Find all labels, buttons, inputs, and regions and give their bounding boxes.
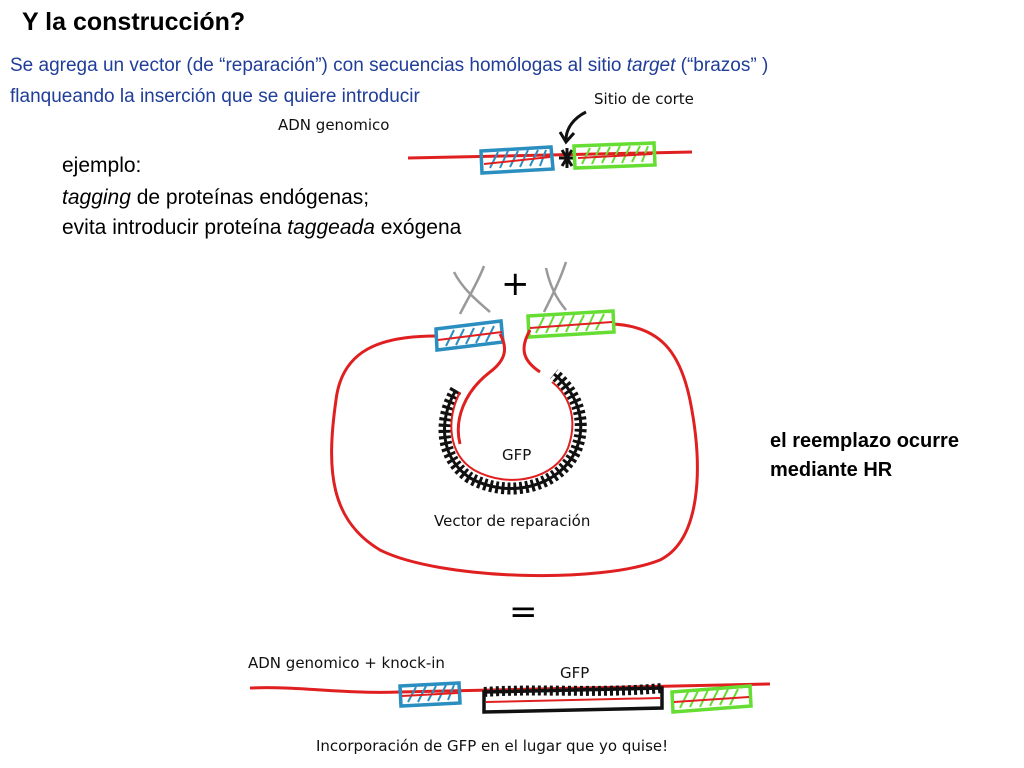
vector-right-link: [522, 329, 541, 374]
hr-note-line-1: el reemplazo ocurre: [770, 430, 959, 452]
cut-site-label: Sitio de corte: [594, 90, 694, 108]
repair-vector: [330, 309, 699, 578]
vector-left-arm: [434, 319, 505, 352]
vector-left-link: [456, 333, 507, 445]
genomic-right-arm: [572, 141, 657, 170]
vector-backbone: [330, 322, 699, 578]
example-line-3: evita introducir proteína taggeada exóge…: [62, 216, 462, 239]
knockin-gfp: [482, 683, 664, 714]
cut-site-star: [559, 148, 575, 168]
equals-sign: =: [509, 592, 538, 632]
example-line-2: tagging de proteínas endógenas;: [62, 186, 370, 209]
knockin-dna: [249, 681, 771, 714]
intro-target-word: target: [626, 55, 676, 76]
cut-arrow: [564, 110, 587, 141]
hr-note-line-2: mediante HR: [770, 459, 893, 481]
intro-line-1: Se agrega un vector (de “reparación”) co…: [10, 55, 769, 76]
genomic-dna: [407, 110, 693, 175]
knockin-right-arm: [670, 684, 753, 714]
result-label: Incorporación de GFP en el lugar que yo …: [316, 737, 669, 755]
crossover-marks: [452, 261, 568, 315]
example-heading: ejemplo:: [62, 154, 142, 177]
gfp-bottom-label: GFP: [560, 664, 590, 682]
knockin-dna-strand: [249, 682, 771, 694]
vector-right-arm: [526, 309, 616, 339]
repair-vector-label: Vector de reparación: [434, 512, 591, 530]
genomic-left-arm: [479, 145, 555, 175]
genomic-dna-label: ADN genomico: [278, 116, 390, 134]
knockin-label: ADN genomico + knock-in: [248, 654, 445, 672]
plus-sign: +: [501, 264, 530, 304]
gfp-label: GFP: [502, 446, 532, 464]
cut-arrowhead: [558, 131, 576, 145]
gfp-insert-circle: [438, 369, 587, 495]
intro-line-2: flanqueando la inserción que se quiere i…: [10, 86, 420, 107]
slide-title: Y la construcción?: [22, 8, 246, 36]
knockin-left-arm: [398, 681, 462, 708]
